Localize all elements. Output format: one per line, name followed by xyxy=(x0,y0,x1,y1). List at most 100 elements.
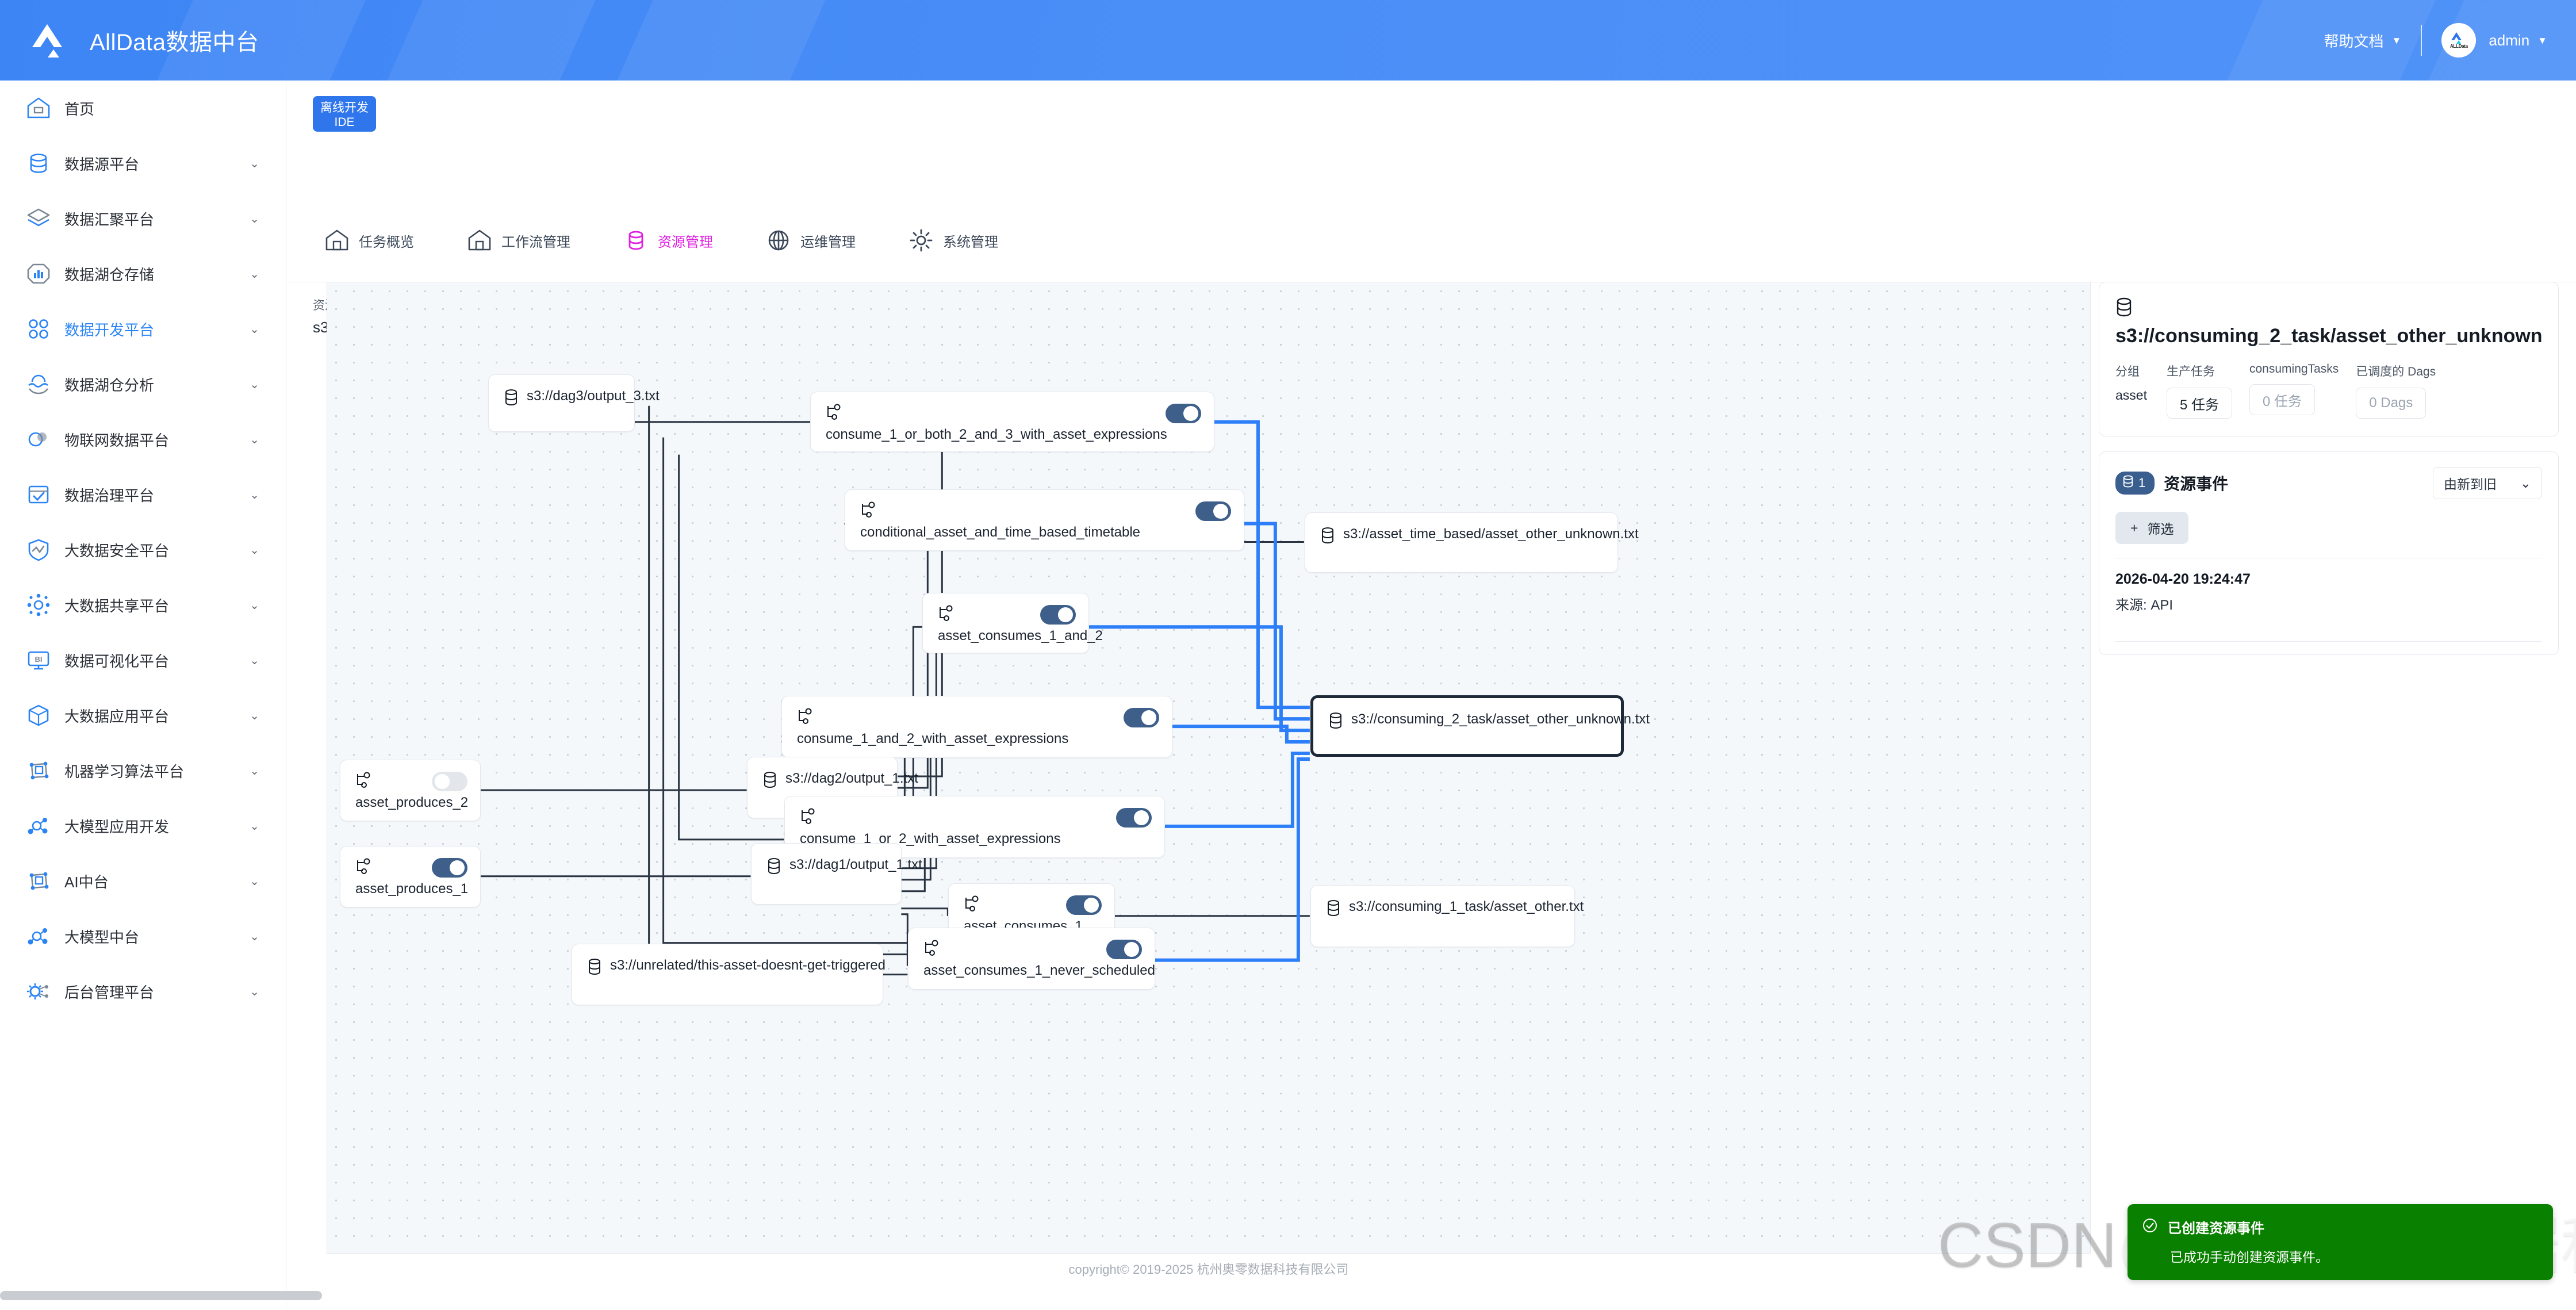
task-node[interactable]: asset_consumes_1_and_2 xyxy=(922,593,1103,653)
event-source: 来源: API xyxy=(2115,597,2174,613)
node-task-icon xyxy=(938,605,955,622)
asset-node[interactable]: s3://dag2/output_1.txt xyxy=(747,757,918,818)
database-icon xyxy=(2115,297,2133,317)
chevron-down-icon: ⌄ xyxy=(250,875,259,888)
task-pause-toggle[interactable] xyxy=(1040,605,1076,625)
asset-node[interactable]: s3://dag3/output_3.txt xyxy=(488,374,660,432)
task-node[interactable]: asset_consumes_1_never_scheduled xyxy=(908,928,1155,990)
sidebar-item-label: 数据湖仓存储 xyxy=(64,266,155,284)
asset-node[interactable]: s3://unrelated/this-asset-doesnt-get-tri… xyxy=(572,944,885,1005)
task-node[interactable]: asset_produces_2 xyxy=(340,760,481,821)
sidebar-item-label: 数据源平台 xyxy=(64,155,140,173)
event-timestamp: 2026-04-20 19:24:47 xyxy=(2115,571,2251,587)
toast-title: 已创建资源事件 xyxy=(2168,1221,2264,1236)
task-node[interactable]: conditional_asset_and_time_based_timetab… xyxy=(845,489,1244,551)
sidebar-item-6[interactable]: 物联网数据平台⌄ xyxy=(0,412,286,467)
asset-node[interactable]: s3://asset_time_based/asset_other_unknow… xyxy=(1305,512,1639,573)
task-pause-toggle[interactable] xyxy=(1066,895,1102,915)
sidebar-item-1[interactable]: 数据源平台⌄ xyxy=(0,136,286,191)
chevron-down-icon: ▼ xyxy=(2537,35,2547,46)
toggle-knob xyxy=(1124,942,1139,957)
asset-node[interactable]: s3://consuming_2_task/asset_other_unknow… xyxy=(1310,695,1650,757)
sidebar-item-16[interactable]: 后台管理平台⌄ xyxy=(0,964,286,1019)
sidebar-item-7[interactable]: 数据治理平台⌄ xyxy=(0,467,286,522)
sidebar-item-4[interactable]: 数据开发平台⌄ xyxy=(0,301,286,357)
task-node[interactable]: asset_produces_1 xyxy=(340,846,481,907)
toggle-knob xyxy=(450,860,465,875)
sidebar-item-3[interactable]: 数据湖仓存储⌄ xyxy=(0,246,286,301)
chevron-down-icon: ⌄ xyxy=(250,488,259,501)
avatar[interactable]: ALLData xyxy=(2441,23,2477,58)
sidebar-item-0[interactable]: 首页 xyxy=(0,81,286,136)
task-pause-toggle[interactable] xyxy=(1124,708,1159,727)
sidebar-item-11[interactable]: 大数据应用平台⌄ xyxy=(0,688,286,743)
detail-stat-value[interactable]: 0 任务 xyxy=(2249,384,2316,415)
sidebar-item-label: 后台管理平台 xyxy=(64,983,155,1001)
tab-4[interactable]: 系统管理 xyxy=(882,228,1025,253)
layers-icon xyxy=(25,205,52,232)
add-filter-button[interactable]: + 筛选 xyxy=(2115,512,2189,544)
user-menu[interactable]: admin ▼ xyxy=(2489,32,2553,49)
sidebar-item-15[interactable]: 大模型中台 ⌄ xyxy=(0,909,286,964)
cube-icon xyxy=(25,702,52,729)
tab-2[interactable]: 资源管理 xyxy=(597,228,739,253)
toast-subtitle: 已成功手动创建资源事件。 xyxy=(2170,1250,2329,1265)
events-sort-select[interactable]: 由新到旧 ⌄ xyxy=(2433,467,2542,499)
task-node[interactable]: consume_1_or_both_2_and_3_with_asset_exp… xyxy=(810,392,1214,452)
chevron-down-icon: ⌄ xyxy=(250,709,259,722)
sidebar-item-2[interactable]: 数据汇聚平台⌄ xyxy=(0,191,286,246)
node-asset-icon xyxy=(1320,527,1335,544)
node-label: s3://dag3/output_3.txt xyxy=(527,388,660,404)
events-header: 1 资源事件 由新到旧 ⌄ xyxy=(2115,467,2542,499)
task-pause-toggle[interactable] xyxy=(1116,808,1152,828)
node-label: s3://consuming_2_task/asset_other_unknow… xyxy=(1351,711,1650,727)
tab-1[interactable]: 工作流管理 xyxy=(440,228,597,253)
sidebar-item-13[interactable]: 大模型应用开发⌄ xyxy=(0,798,286,853)
header-decor-2 xyxy=(371,0,606,81)
toggle-knob xyxy=(1141,710,1156,725)
horizontal-scrollbar[interactable] xyxy=(0,1291,322,1300)
offline-ide-button[interactable]: 离线开发IDE xyxy=(313,96,376,132)
plus-icon: + xyxy=(2130,520,2138,535)
iot-circles-icon xyxy=(25,426,52,453)
home-icon xyxy=(324,228,350,253)
sidebar-item-5[interactable]: 数据湖仓分析⌄ xyxy=(0,357,286,412)
task-pause-toggle[interactable] xyxy=(432,772,467,791)
tab-0[interactable]: 任务概览 xyxy=(298,228,440,253)
asset-graph-canvas[interactable]: s3://dag3/output_3.txt consume_1_or_both_… xyxy=(327,282,2091,1254)
task-pause-toggle[interactable] xyxy=(1195,501,1231,521)
tab-3[interactable]: 运维管理 xyxy=(739,228,882,253)
help-doc-menu[interactable]: 帮助文档 ▼ xyxy=(2324,30,2421,51)
model-nodes-icon xyxy=(25,813,52,839)
sidebar-item-label: 大模型中台 xyxy=(64,928,140,946)
tab-label: 资源管理 xyxy=(658,234,713,250)
task-pause-toggle[interactable] xyxy=(1166,404,1201,423)
lake-wave-icon xyxy=(25,371,52,397)
sidebar-item-14[interactable]: AI中台⌄ xyxy=(0,853,286,909)
event-row[interactable]: 2026-04-20 19:24:47 来源: API xyxy=(2115,558,2542,627)
node-label: consume_1_or_both_2_and_3_with_asset_exp… xyxy=(826,427,1167,442)
task-pause-toggle[interactable] xyxy=(1106,940,1142,959)
task-node[interactable]: consume_1_and_2_with_asset_expressions xyxy=(781,696,1172,758)
check-window-icon xyxy=(25,481,52,508)
sidebar-item-12[interactable]: 机器学习算法平台⌄ xyxy=(0,743,286,798)
node-label: s3://dag1/output_1.txt xyxy=(789,857,922,872)
detail-stat-value[interactable]: 5 任务 xyxy=(2166,388,2232,419)
detail-stat-value[interactable]: 0 Dags xyxy=(2356,388,2426,419)
sidebar-item-label: 数据湖仓分析 xyxy=(64,376,155,394)
chevron-down-icon: ▼ xyxy=(2391,35,2402,46)
sidebar-item-8[interactable]: 大数据安全平台⌄ xyxy=(0,522,286,577)
brand[interactable]: AllData数据中台 xyxy=(32,0,259,81)
chevron-down-icon: ⌄ xyxy=(250,212,259,225)
chevron-down-icon: ⌄ xyxy=(2520,475,2531,491)
node-task-icon xyxy=(923,940,941,957)
task-pause-toggle[interactable] xyxy=(432,858,467,878)
toggle-knob xyxy=(1213,504,1228,519)
sidebar-item-label: 首页 xyxy=(64,100,95,118)
asset-node[interactable]: s3://dag1/output_1.txt xyxy=(751,843,922,905)
sidebar-item-9[interactable]: 大数据共享平台⌄ xyxy=(0,577,286,633)
chevron-down-icon: ⌄ xyxy=(250,930,259,943)
asset-node[interactable]: s3://consuming_1_task/asset_other.txt xyxy=(1310,885,1584,947)
brand-title: AllData数据中台 xyxy=(90,30,259,55)
